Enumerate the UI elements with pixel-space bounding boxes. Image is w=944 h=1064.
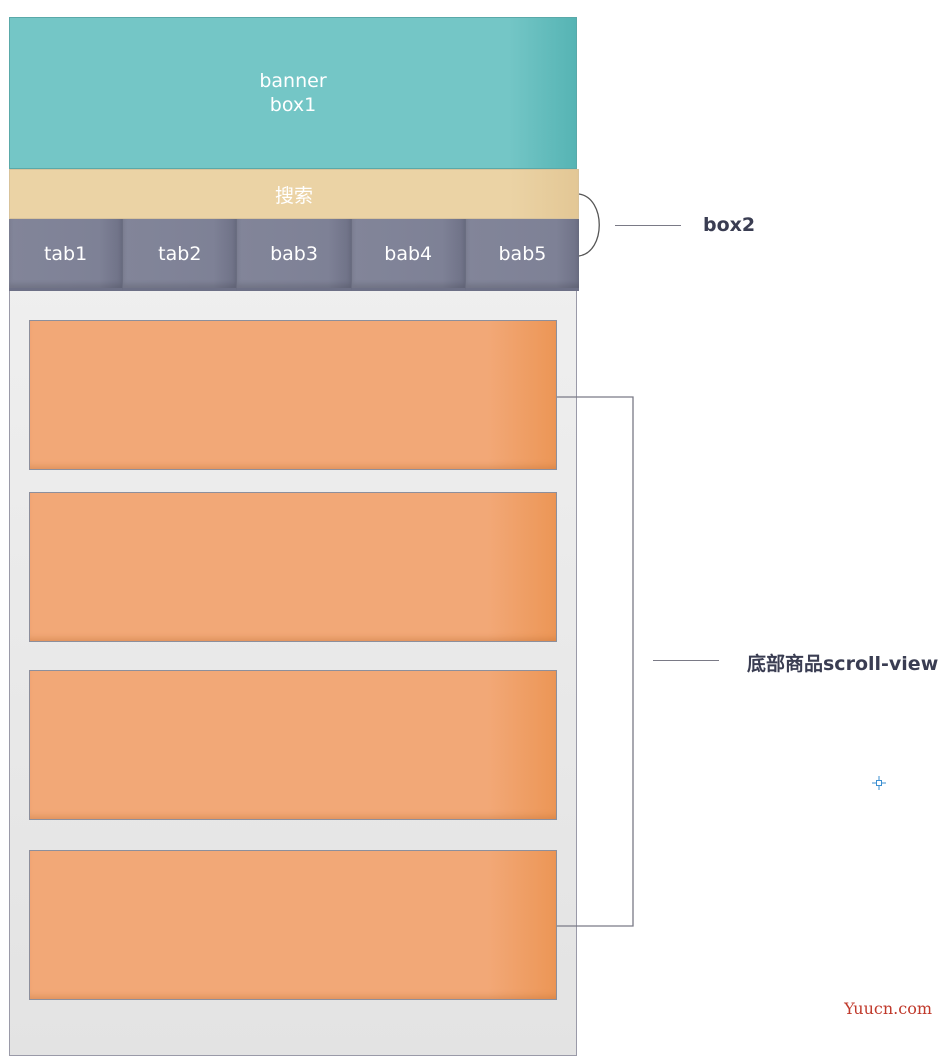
tab-label: tab2	[158, 242, 202, 265]
watermark: Yuucn.com	[844, 999, 932, 1018]
tab-2: tab2	[123, 219, 238, 291]
tab-label: bab4	[384, 242, 433, 265]
tab-4: bab4	[351, 219, 466, 291]
scroll-view-label: 底部商品scroll-view	[747, 653, 939, 675]
tab-label: bab3	[270, 242, 318, 265]
product-card	[29, 850, 557, 1000]
tab-1: tab1	[9, 219, 124, 291]
tab-5: bab5	[465, 219, 580, 291]
tab-bar: tab1 tab2 bab3 bab4 bab5	[9, 219, 580, 291]
box2-label: box2	[703, 214, 756, 236]
product-card	[29, 670, 557, 820]
product-card	[29, 320, 557, 470]
box2-connector	[615, 225, 681, 226]
tab-3: bab3	[237, 219, 352, 291]
product-card	[29, 492, 557, 642]
banner-line2: box1	[269, 94, 317, 116]
banner-line1: banner	[259, 70, 327, 92]
banner-box1: banner box1	[9, 17, 577, 169]
tab-label: bab5	[498, 242, 547, 265]
crosshair-icon	[872, 776, 886, 790]
search-label: 搜索	[274, 184, 313, 207]
tab-label: tab1	[43, 242, 88, 265]
search-bar: 搜索	[9, 169, 579, 219]
scroll-view-connector	[653, 660, 719, 661]
